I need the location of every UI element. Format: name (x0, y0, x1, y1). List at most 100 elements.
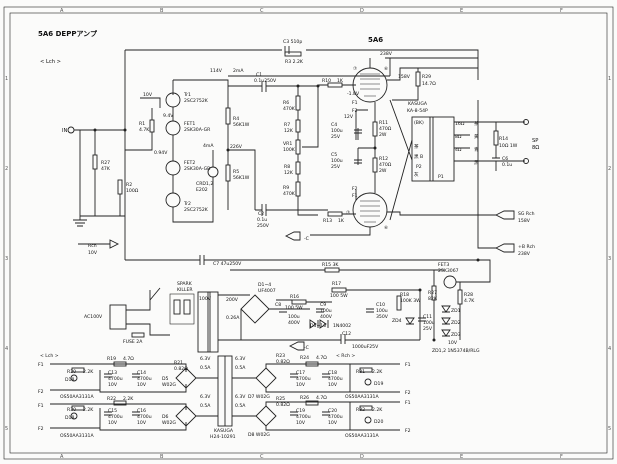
junction-dot (432, 338, 436, 342)
v10b-label: 10V (448, 340, 458, 346)
tr2-label: Tr2 (183, 201, 191, 207)
v63-label: 6.3V (200, 356, 211, 362)
zd3-label: ZD3 (451, 332, 461, 338)
d6-part: W02G (162, 420, 176, 426)
zd12-label: ZD1,2 1N5374B/RLG (432, 348, 480, 354)
d18b-label: D18 (65, 415, 74, 421)
b-rch-terminal[interactable] (494, 243, 515, 253)
c2-volt: 250V (257, 223, 270, 229)
r30-resistor (71, 405, 85, 411)
led-d19 (364, 378, 372, 386)
r23-label: R23 (276, 353, 285, 359)
r12-value: 470Ω (379, 162, 392, 168)
vr1-label: VR1 (283, 141, 292, 147)
c12-capacitor (340, 334, 346, 344)
r28-label: R28 (464, 292, 473, 298)
input-jack[interactable] (67, 126, 75, 134)
v226-label: 226V (230, 144, 243, 150)
c17-label: C17 (296, 370, 305, 376)
r6-label: R6 (283, 100, 289, 106)
sp-terminal-plus (523, 119, 529, 125)
r31-value: 2.2K (372, 369, 383, 375)
row-label: 2 (5, 166, 8, 172)
sp-terminal-minus (523, 158, 529, 164)
r7-label: R7 (284, 122, 290, 128)
r17-label: R17 (332, 281, 341, 287)
bridge-d6 (175, 405, 197, 427)
r32-value: 2.2K (372, 407, 383, 413)
v63-label: 6.3V (200, 394, 211, 400)
f1-label: F1 (38, 362, 44, 368)
r3-resistor (284, 51, 302, 57)
os1-label: OS50AA3131A (60, 394, 94, 400)
input-wire (74, 129, 125, 220)
f2-label: F2 (38, 389, 44, 395)
c20-capacitor (322, 411, 330, 416)
right-heater-1-wire (265, 363, 400, 393)
rch-terminal[interactable] (109, 239, 120, 249)
r5-resistor (225, 164, 231, 182)
killer-label: KILLER (177, 287, 193, 293)
c19-value: 4700u (296, 414, 311, 420)
tr1-transistor (165, 92, 181, 108)
c11-volt: 25V (423, 326, 433, 332)
minus-c-terminal[interactable] (288, 341, 305, 351)
power-switch[interactable] (149, 287, 161, 301)
r27-resistor (92, 154, 98, 170)
c15-label: C15 (108, 408, 117, 414)
in-label: IN (62, 128, 68, 134)
r13-wire (255, 209, 356, 215)
bridge-rectifier (240, 294, 270, 324)
d6-label: D6 (162, 414, 169, 420)
ac-inlet[interactable] (109, 304, 127, 330)
v100-label: 100V (199, 296, 212, 302)
tr2-part: 2SC2752K (184, 207, 209, 213)
tube-lower-electrodes (360, 200, 380, 223)
r18-value: 100K 3W (400, 298, 421, 304)
c12-value: 1000uF25V (352, 344, 379, 350)
zd4-diode (405, 317, 415, 325)
c20-volt: 10V (328, 420, 338, 426)
r13-resistor (327, 211, 343, 217)
secondary-taps (454, 121, 497, 171)
minus-c-terminal[interactable] (284, 231, 301, 241)
c14-value: 4700u (137, 376, 152, 382)
r14-resistor (493, 130, 499, 146)
tube-upper-electrodes (360, 73, 380, 97)
tap-label: 黒 B (414, 154, 423, 160)
diode-string (309, 319, 329, 329)
zener-stack (441, 305, 451, 337)
r11-resistor (372, 121, 378, 137)
c18-volt: 10V (328, 382, 338, 388)
c15-capacitor (104, 411, 112, 416)
r26-resistor (305, 400, 319, 406)
sg-rch-terminal[interactable] (494, 210, 515, 220)
c1-value: 0.1u250V (254, 78, 277, 84)
row-label: 5 (608, 426, 611, 432)
r29-value: 14.7Ω (422, 81, 436, 87)
r8-resistor (295, 161, 301, 175)
c4-volt: 25V (331, 134, 341, 140)
c20-value: 4700u (328, 414, 343, 420)
col-label: B (160, 8, 164, 14)
bk-label: (BK) (414, 120, 424, 126)
ground-symbol (73, 219, 87, 227)
c8-value: 100u (288, 314, 300, 320)
r29-resistor (415, 71, 421, 87)
b-rch-volt: 238V (518, 251, 531, 257)
col-label: A (60, 8, 64, 14)
pin-label: ⑥ (384, 225, 388, 231)
junction-dot (418, 288, 422, 292)
a05-label: 0.5A (235, 403, 246, 409)
f2-label: F2 (352, 108, 358, 114)
v094-label: 0.94V (154, 150, 168, 156)
c3-label: C3 510p (283, 39, 302, 45)
col-label: F (560, 8, 563, 14)
b-plus-rail (124, 50, 478, 233)
r22-resistor (113, 400, 127, 406)
c5-volt: 25V (331, 164, 341, 170)
r22-value: 2.2K (123, 396, 134, 402)
heater-rch-label: < Rch > (336, 353, 355, 359)
c5-value: 100u (331, 158, 343, 164)
r16-label: R16 (290, 294, 299, 300)
